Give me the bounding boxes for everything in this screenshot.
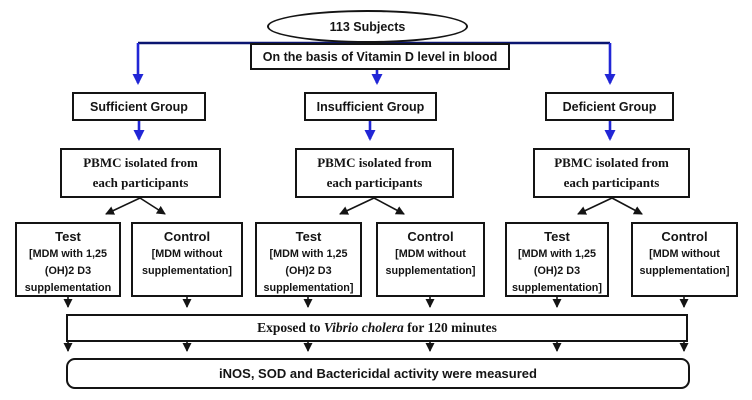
test-box-3: Test [MDM with 1,25 (OH)2 D3 supplementa… — [505, 222, 609, 297]
group-box-deficient: Deficient Group — [545, 92, 674, 121]
group-label-insufficient: Insufficient Group — [316, 99, 425, 114]
test-line: (OH)2 D3 — [285, 265, 332, 277]
test-line: supplementation] — [263, 282, 354, 294]
control-line: [MDM without — [649, 248, 720, 260]
test-line: (OH)2 D3 — [44, 265, 92, 277]
test-line: [MDM with 1,25 — [518, 248, 596, 260]
pbmc-line1: PBMC isolated from — [83, 155, 198, 170]
test-line: [MDM with 1,25 — [269, 248, 348, 260]
control-line: supplementation] — [142, 265, 232, 277]
control-header: Control — [661, 229, 708, 244]
test-box-1: Test [MDM with 1,25 (OH)2 D3 supplementa… — [15, 222, 121, 297]
basis-box: On the basis of Vitamin D level in blood — [250, 43, 510, 70]
control-line: [MDM without — [395, 248, 466, 260]
test-line: [MDM with 1,25 — [29, 248, 107, 260]
arrow-pbmc2-to-test2 — [339, 197, 375, 215]
test-line: supplementation] — [512, 282, 602, 294]
test-box-2: Test [MDM with 1,25 (OH)2 D3 supplementa… — [255, 222, 362, 297]
exposure-pathogen: Vibrio cholera — [323, 320, 404, 335]
pbmc-line1: PBMC isolated from — [554, 155, 669, 170]
control-line: supplementation] — [639, 265, 730, 277]
exposure-prefix: Exposed to — [257, 320, 324, 335]
exposure-box: Exposed to Vibrio cholera for 120 minute… — [66, 314, 688, 342]
test-line: (OH)2 D3 — [533, 265, 581, 277]
test-header: Test — [295, 229, 322, 244]
test-header: Test — [544, 229, 570, 244]
pbmc-line2: each participants — [563, 175, 660, 190]
control-line: [MDM without — [151, 248, 223, 260]
pbmc-line2: each participants — [92, 175, 189, 190]
pbmc-box-2: PBMC isolated from each participants — [295, 148, 454, 198]
exposure-suffix: for 120 minutes — [403, 320, 497, 335]
arrow-pbmc3-to-control3 — [611, 197, 643, 215]
pbmc-line1: PBMC isolated from — [317, 155, 432, 170]
group-box-insufficient: Insufficient Group — [304, 92, 437, 121]
outcome-box: iNOS, SOD and Bactericidal activity were… — [66, 358, 690, 389]
arrow-pbmc2-to-control2 — [373, 197, 405, 215]
outcome-label: iNOS, SOD and Bactericidal activity were… — [219, 366, 537, 381]
control-box-1: Control [MDM without supplementation] — [131, 222, 243, 297]
control-header: Control — [163, 229, 211, 244]
basis-label: On the basis of Vitamin D level in blood — [262, 49, 498, 64]
pbmc-box-3: PBMC isolated from each participants — [533, 148, 690, 198]
group-label-sufficient: Sufficient Group — [90, 99, 188, 114]
pbmc-line2: each participants — [326, 175, 423, 190]
arrow-pbmc1-to-test1 — [105, 197, 141, 215]
group-label-deficient: Deficient Group — [562, 99, 657, 114]
control-line: supplementation] — [385, 265, 476, 277]
arrow-pbmc1-to-control1 — [139, 197, 166, 215]
arrow-pbmc3-to-test3 — [577, 197, 613, 215]
subjects-ellipse: 113 Subjects — [267, 10, 468, 43]
test-header: Test — [55, 229, 81, 244]
control-box-3: Control [MDM without supplementation] — [631, 222, 738, 297]
test-line: supplementation — [24, 282, 112, 294]
control-box-2: Control [MDM without supplementation] — [376, 222, 485, 297]
group-box-sufficient: Sufficient Group — [72, 92, 206, 121]
subjects-label: 113 Subjects — [329, 19, 406, 34]
pbmc-box-1: PBMC isolated from each participants — [60, 148, 221, 198]
control-header: Control — [407, 229, 454, 244]
